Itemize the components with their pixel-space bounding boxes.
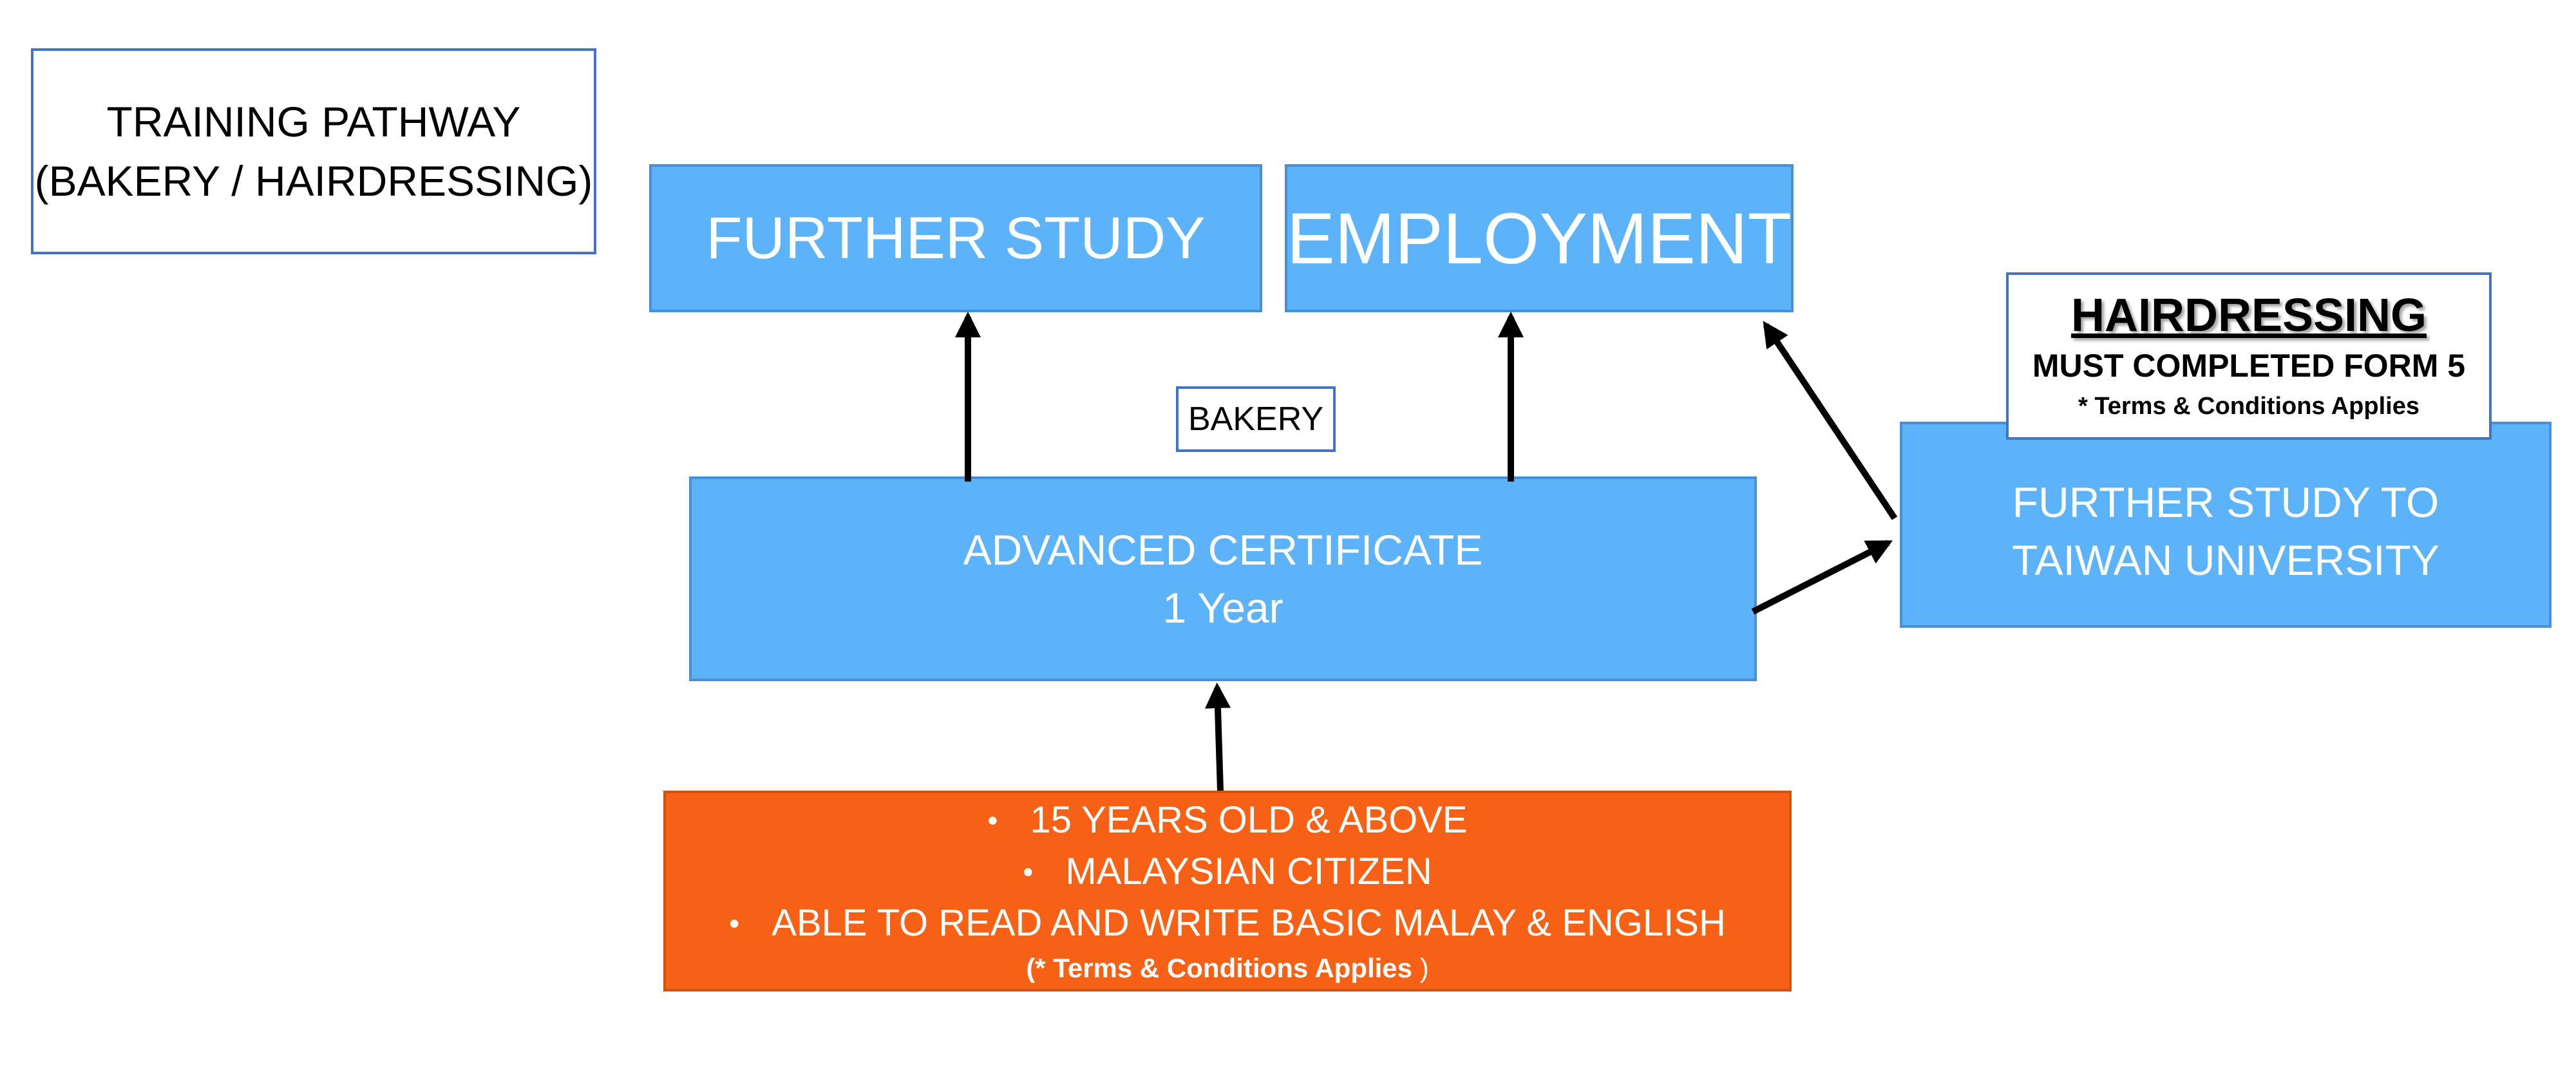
- further-study-label: FURTHER STUDY: [706, 205, 1206, 271]
- title-line-1: TRAINING PATHWAY: [106, 98, 521, 146]
- requirement-language: ABLE TO READ AND WRITE BASIC MALAY & ENG…: [772, 902, 1726, 944]
- advanced-certificate-duration: 1 Year: [1162, 584, 1283, 632]
- bullet-icon: •: [987, 804, 998, 837]
- taiwan-university-box: FURTHER STUDY TO TAIWAN UNIVERSITY: [1900, 422, 2552, 628]
- taiwan-line-2: TAIWAN UNIVERSITY: [2012, 536, 2439, 584]
- requirements-terms: (* Terms & Conditions Applies ): [1026, 949, 1428, 988]
- requirement-item: • 15 YEARS OLD & ABOVE: [987, 794, 1467, 846]
- employment-box: EMPLOYMENT: [1285, 164, 1794, 312]
- arrow-requirements-to-cert: [1205, 682, 1231, 791]
- arrow-cert-to-taiwan: [1751, 540, 1893, 615]
- further-study-box: FURTHER STUDY: [649, 164, 1262, 312]
- requirements-terms-end: ): [1412, 953, 1429, 983]
- bakery-label: BAKERY: [1188, 400, 1324, 438]
- requirement-citizen: MALAYSIAN CITIZEN: [1065, 851, 1432, 892]
- advanced-certificate-box: ADVANCED CERTIFICATE 1 Year: [689, 476, 1757, 681]
- entry-requirements-box: • 15 YEARS OLD & ABOVE • MALAYSIAN CITIZ…: [663, 791, 1792, 992]
- hairdressing-note: HAIRDRESSING MUST COMPLETED FORM 5 * Ter…: [2006, 272, 2492, 440]
- bullet-icon: •: [1023, 855, 1034, 888]
- title-box: TRAINING PATHWAY (BAKERY / HAIRDRESSING): [31, 48, 596, 254]
- taiwan-line-1: FURTHER STUDY TO: [2012, 478, 2439, 526]
- hairdressing-terms: * Terms & Conditions Applies: [2078, 393, 2420, 420]
- requirement-age: 15 YEARS OLD & ABOVE: [1030, 799, 1468, 841]
- requirement-item: • MALAYSIAN CITIZEN: [1023, 846, 1432, 898]
- hairdressing-requirement: MUST COMPLETED FORM 5: [2032, 348, 2466, 384]
- requirement-item: • ABLE TO READ AND WRITE BASIC MALAY & E…: [729, 898, 1726, 949]
- title-line-2: (BAKERY / HAIRDRESSING): [34, 157, 593, 205]
- arrow-taiwan-to-employment: [1763, 321, 1898, 520]
- bakery-tag: BAKERY: [1176, 386, 1336, 452]
- bullet-icon: •: [729, 907, 740, 940]
- advanced-certificate-title: ADVANCED CERTIFICATE: [963, 526, 1483, 574]
- hairdressing-title: HAIRDRESSING: [2070, 290, 2427, 341]
- employment-label: EMPLOYMENT: [1286, 198, 1792, 279]
- requirements-terms-bold: (* Terms & Conditions Applies: [1026, 953, 1413, 983]
